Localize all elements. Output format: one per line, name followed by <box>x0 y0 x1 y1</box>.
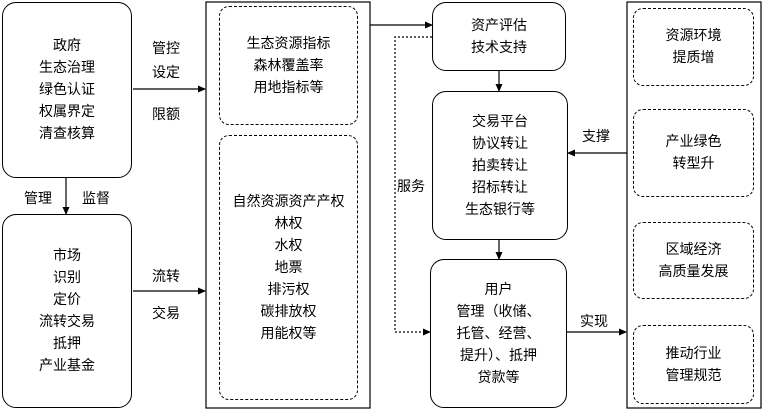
market-line: 市场 <box>53 248 81 264</box>
assess-box: 资产评估 技术支持 <box>432 2 566 71</box>
outcome-line: 推动行业 <box>665 345 722 362</box>
rights-line: 水权 <box>274 237 303 254</box>
trade-line: 协议转让 <box>472 135 528 152</box>
market-line: 流转交易 <box>39 314 95 330</box>
outcome-box: 推动行业 管理规范 <box>633 325 754 404</box>
gov-line: 政府 <box>53 38 81 54</box>
outcome-line: 转型升 <box>672 156 715 172</box>
outcome-box: 产业绿色 转型升 <box>633 109 754 197</box>
outcome-line: 资源环境 <box>665 28 722 44</box>
market-box: 市场 识别 定价 流转交易 抵押 产业基金 <box>2 214 132 408</box>
rights-line: 排污权 <box>267 281 310 298</box>
rights-box: 自然资源资产产权 林权 水权 地票 排污权 碳排放权 用能权等 <box>219 135 358 400</box>
rights-line: 地票 <box>274 259 303 276</box>
outcome-line: 高质量发展 <box>658 263 729 280</box>
assess-line: 技术支持 <box>471 39 527 56</box>
indicator-line: 生态资源指标 <box>246 35 331 52</box>
user-line: 管理（收储、 <box>456 303 541 320</box>
gov-line: 清查核算 <box>39 126 95 142</box>
edge-label-realize: 实现 <box>580 314 608 330</box>
market-line: 产业基金 <box>39 358 95 374</box>
edge-label-service: 服务 <box>397 179 425 195</box>
user-line: 贷款等 <box>477 369 520 386</box>
trade-platform-box: 交易平台 协议转让 拍卖转让 招标转让 生态银行等 <box>432 91 568 240</box>
outcome-box: 资源环境 提质增 <box>633 8 754 86</box>
gov-line: 权属界定 <box>39 104 95 120</box>
market-line: 识别 <box>53 270 81 286</box>
gov-line: 绿色认证 <box>39 82 95 98</box>
trade-line: 招标转让 <box>472 179 528 196</box>
rights-line: 用能权等 <box>260 325 317 342</box>
gov-line: 生态治理 <box>39 60 95 76</box>
user-line: 用户 <box>484 281 513 298</box>
middle-frame <box>205 1 371 409</box>
edge-label-limit: 限额 <box>152 107 180 123</box>
gov-box: 政府 生态治理 绿色认证 权属界定 清查核算 <box>2 2 132 178</box>
rights-line: 林权 <box>274 215 303 232</box>
trade-line: 拍卖转让 <box>472 157 528 174</box>
edge-label-supervise: 监督 <box>82 191 110 207</box>
indicator-line: 用地指标等 <box>253 79 324 96</box>
edge-label-control: 管控 <box>152 41 180 57</box>
user-line: 托管、经营、 <box>456 325 541 342</box>
edge-label-manage: 管理 <box>24 191 52 207</box>
edge-label-support: 支撑 <box>582 129 610 145</box>
outcome-line: 管理规范 <box>665 367 722 384</box>
user-line: 提升）、抵押 <box>460 347 537 364</box>
rights-line: 碳排放权 <box>260 303 317 320</box>
assess-line: 资产评估 <box>471 17 527 34</box>
outcome-frame <box>626 1 762 409</box>
indicator-box: 生态资源指标 森林覆盖率 用地指标等 <box>219 6 358 125</box>
market-line: 抵押 <box>53 336 81 352</box>
outcome-box: 区域经济 高质量发展 <box>633 222 754 299</box>
market-line: 定价 <box>53 292 81 308</box>
edge-label-set: 设定 <box>152 65 180 81</box>
outcome-line: 提质增 <box>672 50 715 66</box>
dotted-service-path <box>394 36 432 336</box>
outcome-line: 区域经济 <box>665 241 722 258</box>
user-box: 用户 管理（收储、 托管、经营、 提升）、抵押 贷款等 <box>430 259 567 408</box>
rights-line: 自然资源资产产权 <box>232 193 345 210</box>
edge-label-trade: 交易 <box>152 306 180 322</box>
outcome-line: 产业绿色 <box>665 134 722 150</box>
trade-line: 交易平台 <box>472 113 528 130</box>
indicator-line: 森林覆盖率 <box>253 57 324 74</box>
trade-line: 生态银行等 <box>465 201 535 218</box>
edge-label-flow: 流转 <box>152 269 180 285</box>
